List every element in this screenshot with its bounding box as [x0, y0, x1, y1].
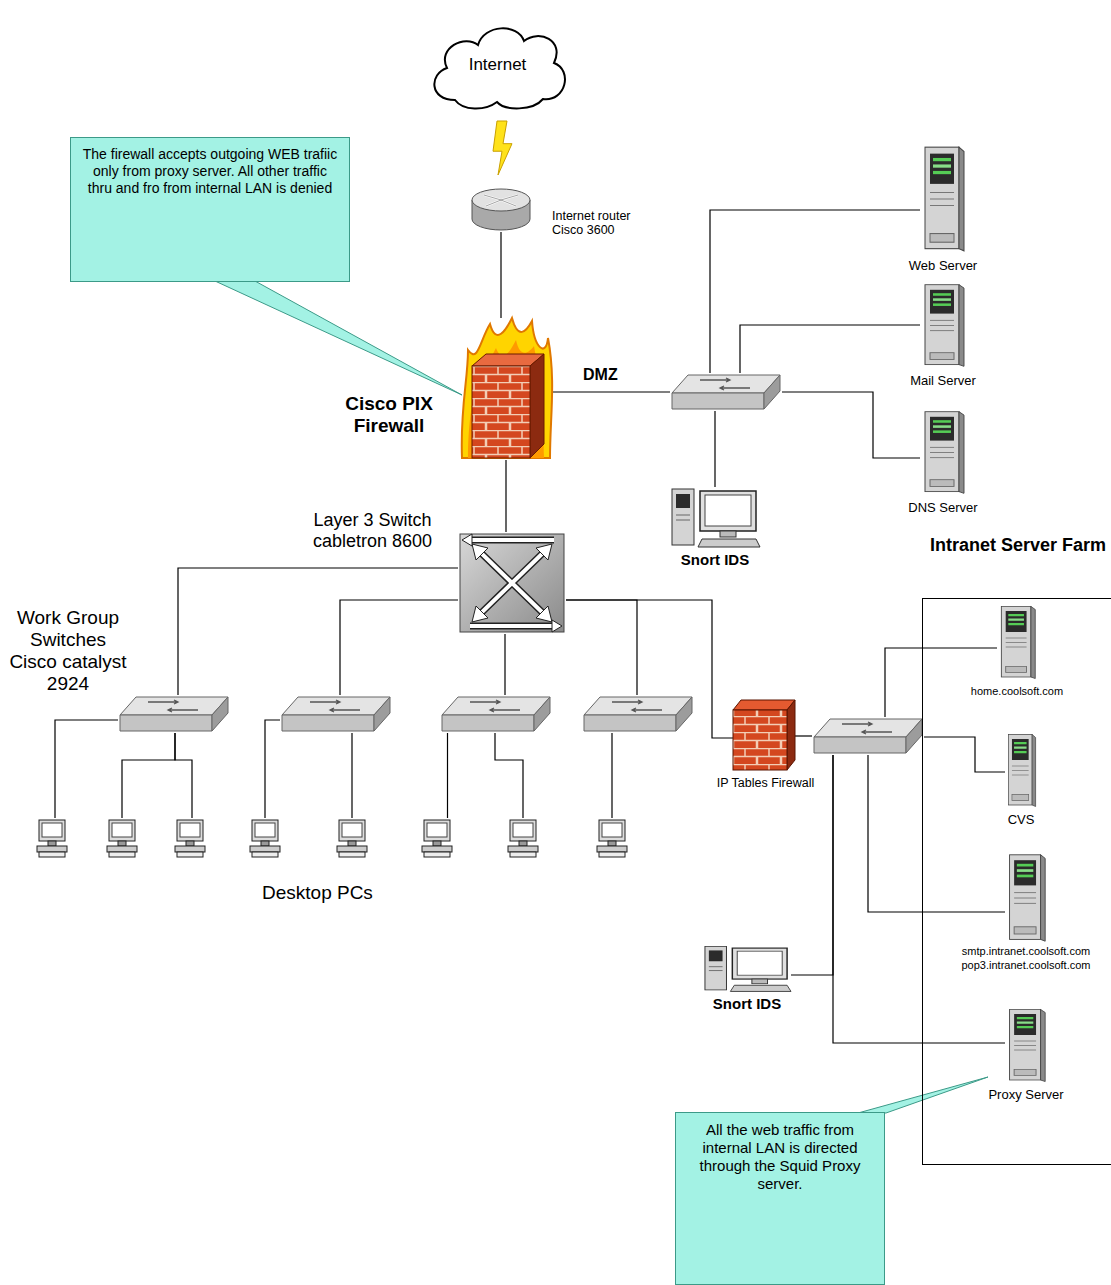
node-label: Web Server [893, 259, 993, 274]
server-icon: DNS Server [920, 410, 966, 495]
node-label: Cisco PIX Firewall [325, 393, 453, 437]
callout-pointer [858, 1077, 988, 1113]
network-link [782, 392, 920, 458]
callout-pointer [215, 281, 462, 395]
network-link [178, 568, 458, 695]
network-link [885, 648, 997, 717]
node-label: IP Tables Firewall [703, 776, 828, 790]
firewall-icon: Cisco PIX Firewall [462, 318, 550, 460]
callout-text: The firewall accepts outgoing WEB trafii… [81, 146, 339, 196]
network-link [795, 735, 812, 736]
node-label: Internet [469, 55, 527, 75]
l3-switch-icon: Layer 3 Switch cabletron 8600 [458, 532, 566, 634]
network-link [122, 733, 175, 818]
desktop-pc-icon [172, 818, 208, 858]
router-icon: Internet router Cisco 3600 [470, 187, 532, 232]
network-link [833, 755, 1005, 1043]
network-link [447, 733, 448, 818]
free-label: DMZ [583, 366, 643, 384]
switch-icon [280, 695, 392, 733]
server-icon: CVS [1005, 733, 1037, 808]
free-label: Desktop PCs [262, 882, 432, 904]
network-link [55, 720, 118, 818]
node-label: Snort IDS [697, 995, 797, 1012]
server-farm-region: Intranet Server Farmhome.coolsoft.comCVS… [922, 598, 1111, 1165]
network-link [566, 600, 733, 738]
network-link [924, 737, 1005, 772]
node-label: Layer 3 Switch cabletron 8600 [295, 510, 450, 551]
server-icon: Mail Server [920, 283, 966, 368]
server-icon: Proxy Server [1005, 1008, 1047, 1083]
network-link [340, 600, 458, 695]
network-link [175, 733, 192, 818]
network-link [495, 733, 523, 818]
network-link [710, 210, 920, 373]
ids-icon: Snort IDS [670, 487, 760, 549]
node-label: Internet router Cisco 3600 [552, 209, 662, 238]
node-label: DNS Server [893, 501, 993, 516]
server-icon: Web Server [920, 145, 966, 253]
firewall-icon: IP Tables Firewall [733, 700, 795, 770]
node-label: pop3.intranet.coolsoft.com [947, 959, 1105, 972]
node-label: smtp.intranet.coolsoft.com [947, 945, 1105, 958]
network-link [351, 733, 352, 818]
desktop-pc-icon [34, 818, 70, 858]
node-label: Proxy Server [976, 1088, 1076, 1103]
internet-cloud: Internet [425, 18, 570, 113]
network-link [714, 411, 715, 487]
switch-icon [670, 373, 782, 411]
node-label: Snort IDS [665, 551, 765, 568]
desktop-pc-icon [505, 818, 541, 858]
server-icon: smtp.intranet.coolsoft.compop3.intranet.… [1005, 853, 1047, 943]
switch-icon [440, 695, 552, 733]
network-link [265, 720, 280, 818]
network-link [504, 634, 505, 695]
desktop-pc-icon [419, 818, 455, 858]
network-link [505, 460, 506, 532]
network-link [500, 232, 501, 318]
desktop-pc-icon [334, 818, 370, 858]
node-label: home.coolsoft.com [957, 685, 1077, 698]
network-link [868, 755, 1005, 912]
desktop-pc-icon [104, 818, 140, 858]
network-link [566, 600, 637, 695]
server-icon: home.coolsoft.com [997, 605, 1037, 680]
desktop-pc-icon [594, 818, 630, 858]
switch-icon [582, 695, 694, 733]
network-link [611, 733, 612, 818]
network-link [740, 325, 920, 373]
desktop-pc-icon [247, 818, 283, 858]
wan-link-bolt [493, 121, 512, 175]
callout-note: The firewall accepts outgoing WEB trafii… [70, 137, 350, 282]
switch-icon [812, 717, 924, 755]
node-label: Intranet Server Farm [928, 535, 1108, 556]
switch-icon: Work Group Switches Cisco catalyst 2924 [118, 695, 230, 733]
node-label: Work Group Switches Cisco catalyst 2924 [8, 607, 128, 694]
network-link [550, 391, 670, 392]
ids-icon: Snort IDS [703, 945, 791, 993]
callout-note: All the web traffic from internal LAN is… [675, 1112, 885, 1285]
node-label: CVS [971, 813, 1071, 828]
node-label: Mail Server [893, 374, 993, 389]
callout-text: All the web traffic from internal LAN is… [686, 1121, 874, 1193]
